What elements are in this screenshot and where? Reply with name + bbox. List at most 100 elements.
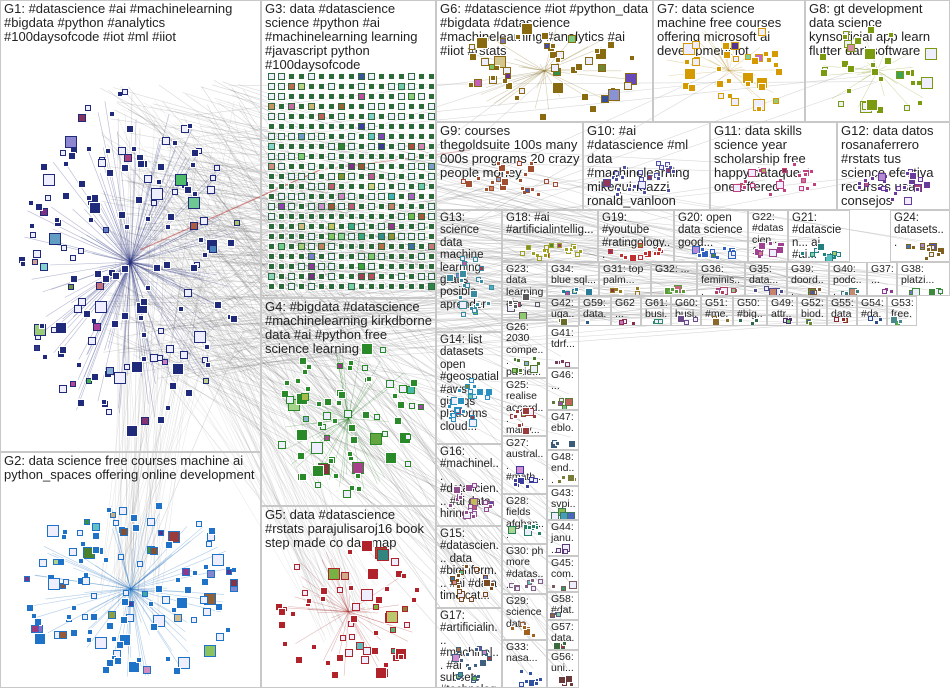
node xyxy=(348,243,355,250)
node xyxy=(889,316,898,325)
node xyxy=(67,284,74,291)
edge xyxy=(153,136,333,603)
edge xyxy=(196,233,557,514)
node xyxy=(65,614,72,621)
node xyxy=(212,553,225,566)
edge xyxy=(194,73,541,116)
node xyxy=(561,475,567,481)
node xyxy=(191,149,200,158)
node xyxy=(368,273,375,280)
edge xyxy=(118,577,131,590)
node xyxy=(328,93,335,100)
node xyxy=(213,301,222,310)
edge xyxy=(348,360,381,419)
node xyxy=(428,163,435,170)
edge xyxy=(130,262,155,418)
edge xyxy=(160,375,350,611)
node xyxy=(58,346,67,355)
node xyxy=(408,253,415,260)
group-g7: G7: data science machine free courses of… xyxy=(653,0,805,122)
node xyxy=(338,390,347,399)
group-g12: G12: data datos rosanaferrero #rstats tu… xyxy=(837,122,950,210)
node xyxy=(358,73,365,80)
edge xyxy=(231,169,554,633)
edge xyxy=(130,232,235,263)
node xyxy=(368,283,375,290)
node xyxy=(156,178,163,185)
node xyxy=(338,223,345,230)
node xyxy=(656,161,662,167)
node xyxy=(418,404,425,411)
node xyxy=(457,396,466,405)
group-label: G9: courses thegoldsuite 100s many 000s … xyxy=(440,123,580,181)
node xyxy=(408,203,415,210)
edge xyxy=(197,171,640,233)
node xyxy=(715,66,722,73)
edge xyxy=(518,66,545,72)
node xyxy=(914,187,920,193)
edge xyxy=(130,261,215,331)
node xyxy=(29,232,36,239)
node xyxy=(418,243,425,250)
edge xyxy=(348,385,371,419)
node xyxy=(328,243,335,250)
edge xyxy=(187,322,680,371)
edge xyxy=(190,300,328,436)
edge xyxy=(130,261,193,296)
node xyxy=(378,133,385,140)
node xyxy=(288,133,295,140)
node xyxy=(456,584,462,590)
node xyxy=(126,125,135,134)
edge xyxy=(200,86,503,175)
node xyxy=(370,433,383,446)
node xyxy=(39,322,46,329)
node xyxy=(489,586,495,592)
node xyxy=(149,622,158,631)
node xyxy=(550,63,559,72)
node xyxy=(368,253,375,260)
edge xyxy=(212,191,598,314)
node xyxy=(404,434,411,441)
node xyxy=(348,203,355,210)
node xyxy=(108,610,117,619)
node xyxy=(378,183,385,190)
edge xyxy=(134,314,326,636)
node xyxy=(646,174,652,180)
node xyxy=(418,153,425,160)
node xyxy=(278,213,285,220)
node xyxy=(460,255,466,261)
node xyxy=(564,397,573,406)
edge xyxy=(325,552,349,612)
node xyxy=(59,149,66,156)
node xyxy=(111,319,120,328)
node xyxy=(473,646,479,652)
node xyxy=(361,364,368,371)
node xyxy=(613,177,619,182)
node xyxy=(225,569,232,576)
node xyxy=(840,59,849,68)
node xyxy=(308,153,315,160)
node xyxy=(464,483,473,492)
node xyxy=(91,373,100,382)
node xyxy=(807,321,813,325)
node xyxy=(615,187,621,193)
edge xyxy=(228,175,358,613)
node xyxy=(368,133,375,140)
edge xyxy=(204,282,718,379)
node xyxy=(494,64,501,71)
node xyxy=(665,188,671,194)
edge xyxy=(338,611,349,655)
node xyxy=(76,530,83,537)
node xyxy=(348,153,355,160)
node xyxy=(904,105,911,112)
node xyxy=(864,47,877,60)
node xyxy=(571,244,577,250)
node xyxy=(817,243,826,252)
node xyxy=(278,243,285,250)
node xyxy=(459,657,465,663)
node xyxy=(388,113,395,120)
node xyxy=(529,578,535,584)
edge xyxy=(78,262,131,390)
node xyxy=(122,89,128,96)
